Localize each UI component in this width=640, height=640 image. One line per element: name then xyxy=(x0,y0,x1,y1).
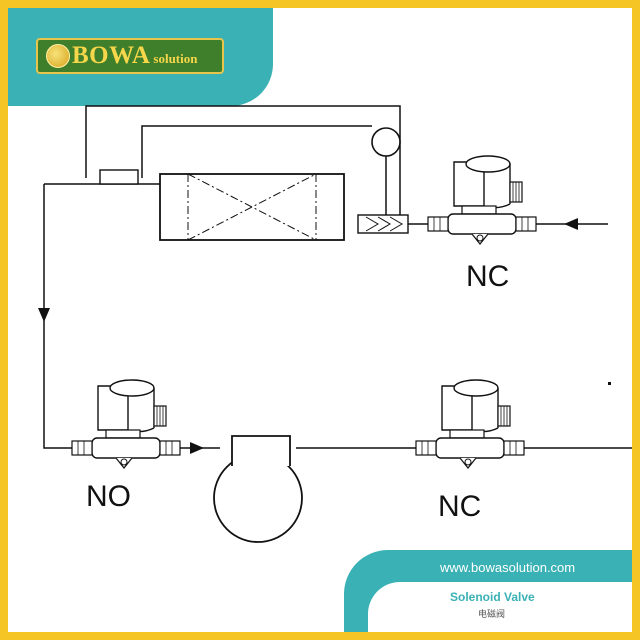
flow-arrow-icon xyxy=(190,442,204,454)
valve-label-nc-top: NC xyxy=(466,260,510,293)
valve-label-nc-bottom: NC xyxy=(438,490,482,523)
caption-title: Solenoid Valve xyxy=(450,590,535,604)
website-url: www.bowasolution.com xyxy=(440,560,576,575)
solenoid-valve-icon xyxy=(415,379,525,469)
compressor-icon xyxy=(213,435,303,543)
accumulator xyxy=(99,169,139,185)
marker-dot xyxy=(608,382,611,385)
caption-chinese: 电磁阀 xyxy=(478,609,506,619)
flow-arrow-icon xyxy=(38,308,50,322)
logo-suffix-text: solution xyxy=(153,51,198,66)
solenoid-valve-icon xyxy=(71,379,181,469)
expansion-valve-icon xyxy=(357,214,409,234)
brand-logo: BOWA solution xyxy=(36,38,224,74)
footer-panel xyxy=(368,582,632,632)
solenoid-valve-icon xyxy=(427,155,537,245)
refrigeration-schematic xyxy=(38,105,632,543)
heat-exchanger-icon xyxy=(159,173,345,241)
valve-label-no: NO xyxy=(86,480,131,513)
logo-brand-text: BOWA xyxy=(72,42,151,69)
pipe-left-vertical xyxy=(43,184,94,449)
loop-circle xyxy=(371,127,401,157)
pipe-top-loop xyxy=(85,105,401,222)
pipe-top-inner xyxy=(141,125,372,178)
flow-arrow-icon xyxy=(564,218,578,230)
logo-ball-icon xyxy=(46,44,70,68)
image-frame: BOWA solution xyxy=(8,8,632,632)
